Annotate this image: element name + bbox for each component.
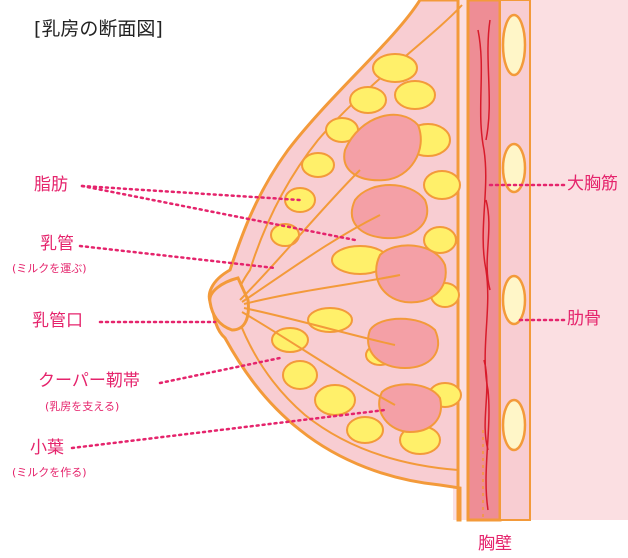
label-pectoral: 大胸筋 (567, 176, 618, 193)
label-cooper-sub: (乳房を支える) (45, 401, 119, 412)
label-rib: 肋骨 (567, 311, 601, 328)
diagram-title: [乳房の断面図] (34, 20, 163, 39)
label-duct-sub: (ミルクを運ぶ) (12, 263, 87, 274)
label-fat: 脂肪 (34, 177, 68, 194)
label-lobule: 小葉 (30, 440, 64, 457)
label-opening: 乳管口 (32, 313, 83, 330)
label-lobule-sub: (ミルクを作る) (12, 467, 87, 478)
label-duct: 乳管 (40, 236, 74, 253)
label-chest-wall: 胸壁 (478, 536, 512, 553)
label-cooper: クーパー靭帯 (38, 373, 140, 390)
